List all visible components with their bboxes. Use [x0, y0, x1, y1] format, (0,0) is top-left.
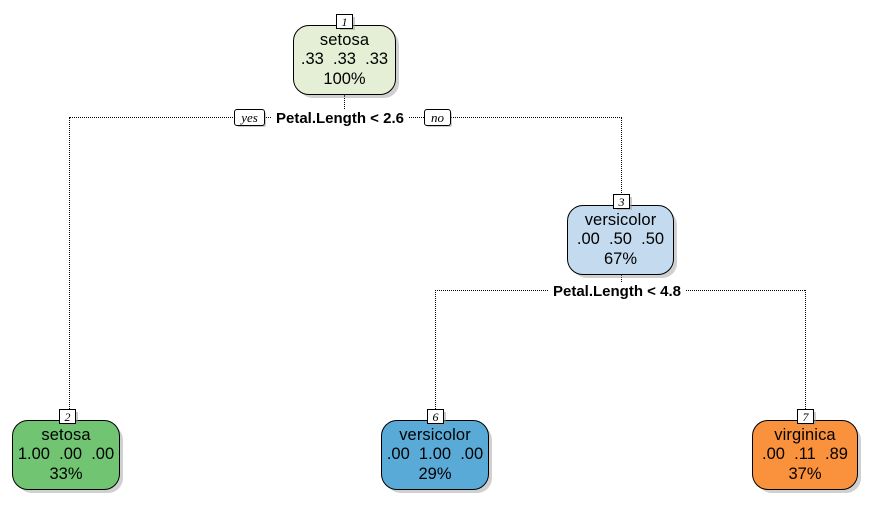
branch-chip-no: no: [424, 109, 451, 126]
connector-root-stem: [344, 95, 345, 117]
tree-node-1[interactable]: setosa .33 .33 .33 100%: [293, 25, 396, 95]
node-tab-3: 3: [613, 194, 630, 209]
node-tab-1: 1: [336, 14, 353, 29]
branch-chip-yes: yes: [234, 109, 265, 126]
node-2-percent: 33%: [49, 464, 83, 483]
split-label-petal-length-2-6: Petal.Length < 2.6: [272, 110, 408, 127]
node-7-percent: 37%: [788, 464, 822, 483]
connector-to-node-2: [69, 117, 70, 419]
node-6-class: versicolor: [399, 425, 471, 444]
branch-chip-yes-label: yes: [241, 109, 258, 125]
connector-root-crossbar-left: [69, 117, 345, 118]
connector-to-node-3: [621, 117, 622, 203]
node-3-percent: 67%: [603, 249, 638, 268]
node-tab-2: 2: [59, 409, 76, 424]
connector-node3-stem: [621, 275, 622, 290]
connector-node3-crossbar-left: [435, 290, 622, 291]
tree-node-3[interactable]: versicolor .00 .50 .50 67%: [567, 205, 674, 275]
connector-to-node-6: [435, 290, 436, 419]
node-7-class: virginica: [774, 425, 836, 444]
connector-node3-crossbar-right: [621, 290, 805, 291]
node-tab-7-label: 7: [802, 409, 809, 424]
node-2-class: setosa: [41, 425, 91, 444]
node-tab-3-label: 3: [618, 194, 625, 209]
node-1-class: setosa: [319, 30, 370, 49]
node-tab-6: 6: [427, 409, 444, 424]
node-7-probs: .00 .11 .89: [762, 445, 848, 464]
tree-node-7[interactable]: virginica .00 .11 .89 37%: [752, 420, 858, 490]
node-tab-1-label: 1: [341, 14, 348, 29]
node-tab-2-label: 2: [64, 409, 71, 424]
node-6-probs: .00 1.00 .00: [386, 445, 484, 464]
node-tab-6-label: 6: [432, 409, 439, 424]
connector-root-crossbar-right: [344, 117, 622, 118]
tree-node-2[interactable]: setosa 1.00 .00 .00 33%: [12, 420, 120, 490]
branch-chip-no-label: no: [431, 109, 444, 125]
tree-node-6[interactable]: versicolor .00 1.00 .00 29%: [381, 420, 489, 490]
node-3-probs: .00 .50 .50: [576, 230, 665, 249]
node-1-probs: .33 .33 .33: [300, 50, 389, 69]
node-tab-7: 7: [797, 409, 814, 424]
connector-to-node-7: [805, 290, 806, 419]
split-label-petal-length-4-8: Petal.Length < 4.8: [549, 283, 685, 300]
node-6-percent: 29%: [418, 464, 452, 483]
node-2-probs: 1.00 .00 .00: [17, 445, 115, 464]
node-1-percent: 100%: [323, 69, 366, 88]
node-3-class: versicolor: [584, 210, 657, 229]
